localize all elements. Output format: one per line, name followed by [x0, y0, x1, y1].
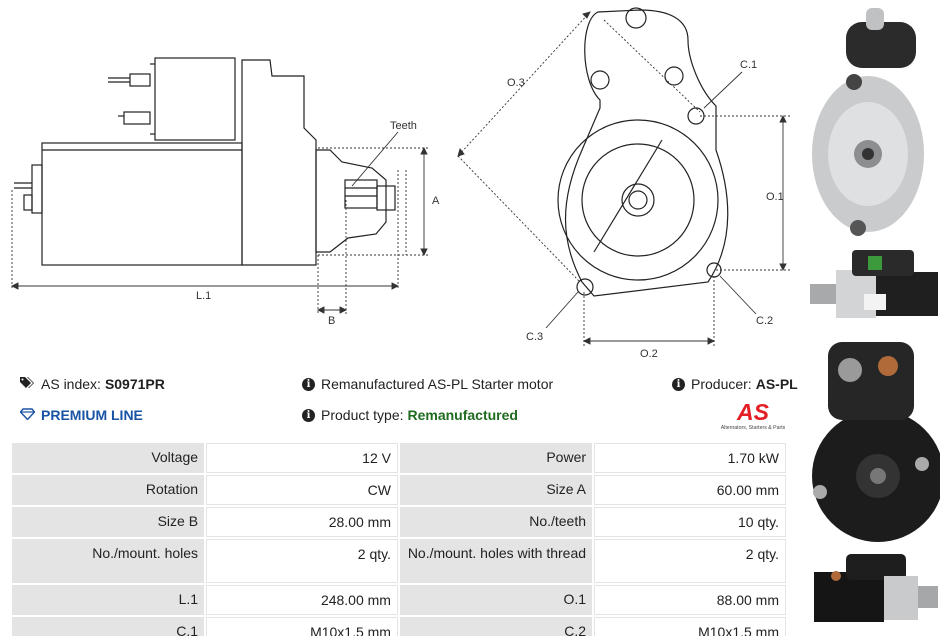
- photo-front-silver[interactable]: [808, 4, 928, 242]
- photo-front-black[interactable]: [806, 336, 944, 546]
- product-type-value: Remanufactured: [407, 407, 518, 423]
- label-teeth: Teeth: [390, 120, 417, 132]
- spec-key: No./teeth: [399, 507, 593, 537]
- label-o2: O.2: [640, 348, 658, 360]
- spec-key: No./mount. holes: [12, 539, 205, 583]
- label-a: A: [432, 195, 440, 207]
- producer-label: Producer:: [691, 376, 752, 392]
- table-row: Rotation CW Size A 60.00 mm: [12, 475, 786, 505]
- hole-c2: [706, 262, 722, 278]
- spec-value: 2 qty.: [206, 539, 398, 583]
- solenoid: [154, 57, 236, 141]
- producer-value: AS-PL: [755, 376, 798, 392]
- table-row: C.1 M10x1.5 mm C.2 M10x1.5 mm: [12, 617, 786, 636]
- flange-outline: [564, 9, 729, 297]
- info-icon: i: [302, 377, 315, 391]
- spec-value: 10 qty.: [594, 507, 786, 537]
- label-l1: L.1: [196, 290, 211, 302]
- label-c2: C.2: [756, 315, 773, 327]
- spec-value: M10x1.5 mm: [594, 617, 786, 636]
- specs-table: Voltage 12 V Power 1.70 kW Rotation CW S…: [10, 441, 788, 636]
- pinion: [344, 179, 378, 209]
- table-row: Size B 28.00 mm No./teeth 10 qty.: [12, 507, 786, 537]
- drive-housing: [241, 59, 317, 266]
- photo-side-silver[interactable]: [806, 244, 940, 324]
- motor-body: [41, 142, 243, 266]
- spec-value: 1.70 kW: [594, 443, 786, 473]
- spec-value: 28.00 mm: [206, 507, 398, 537]
- as-index-value: S0971PR: [104, 376, 165, 392]
- info-icon: i: [302, 408, 315, 422]
- spec-key: O.1: [399, 585, 593, 615]
- logo-tagline: Alternators, Starters & Parts: [721, 425, 786, 431]
- photo-side-black[interactable]: [806, 550, 940, 632]
- premium-line-row: PREMIUM LINE: [19, 407, 143, 423]
- diamond-icon: [19, 407, 36, 423]
- table-row: Voltage 12 V Power 1.70 kW: [12, 443, 786, 473]
- description-row: i Remanufactured AS-PL Starter motor: [302, 376, 553, 392]
- hole-c3: [576, 278, 594, 296]
- premium-line-label: PREMIUM LINE: [41, 407, 143, 423]
- starter-diagram-svg: Teeth A B L.1: [10, 7, 790, 360]
- product-type-label: Product type:: [321, 407, 404, 423]
- tags-icon: [20, 376, 35, 392]
- spec-key: Voltage: [12, 443, 205, 473]
- label-c3: C.3: [526, 331, 543, 343]
- as-pl-logo: AS Alternators, Starters & Parts: [712, 398, 794, 432]
- spec-key: Size A: [399, 475, 593, 505]
- description-text: Remanufactured AS-PL Starter motor: [321, 376, 554, 392]
- spec-key: Size B: [12, 507, 205, 537]
- spec-key: C.1: [12, 617, 205, 636]
- producer-row: i Producer: AS-PL: [672, 376, 798, 392]
- as-index-row: AS index: S0971PR: [20, 376, 165, 392]
- product-photos: [802, 0, 945, 636]
- table-row: L.1 248.00 mm O.1 88.00 mm: [12, 585, 786, 615]
- label-c1: C.1: [740, 59, 757, 71]
- table-row: No./mount. holes 2 qty. No./mount. holes…: [12, 539, 786, 583]
- spec-key: L.1: [12, 585, 205, 615]
- front-housing: [557, 119, 719, 281]
- spec-value: CW: [206, 475, 398, 505]
- spec-key: Power: [399, 443, 593, 473]
- label-o1: O.1: [766, 191, 784, 203]
- label-b: B: [328, 315, 335, 327]
- spec-value: M10x1.5 mm: [206, 617, 398, 636]
- spec-value: 2 qty.: [594, 539, 786, 583]
- spec-key: C.2: [399, 617, 593, 636]
- spec-key: Rotation: [12, 475, 205, 505]
- logo-mark: AS: [736, 399, 770, 425]
- spec-value: 88.00 mm: [594, 585, 786, 615]
- spec-key: No./mount. holes with thread: [399, 539, 593, 583]
- spec-value: 248.00 mm: [206, 585, 398, 615]
- technical-drawing: Teeth A B L.1: [0, 0, 800, 365]
- spec-value: 60.00 mm: [594, 475, 786, 505]
- info-icon: i: [672, 377, 685, 391]
- product-type-row: i Product type: Remanufactured: [302, 407, 518, 423]
- as-index-label: AS index:: [41, 376, 101, 392]
- label-o3: O.3: [507, 77, 525, 89]
- spec-value: 12 V: [206, 443, 398, 473]
